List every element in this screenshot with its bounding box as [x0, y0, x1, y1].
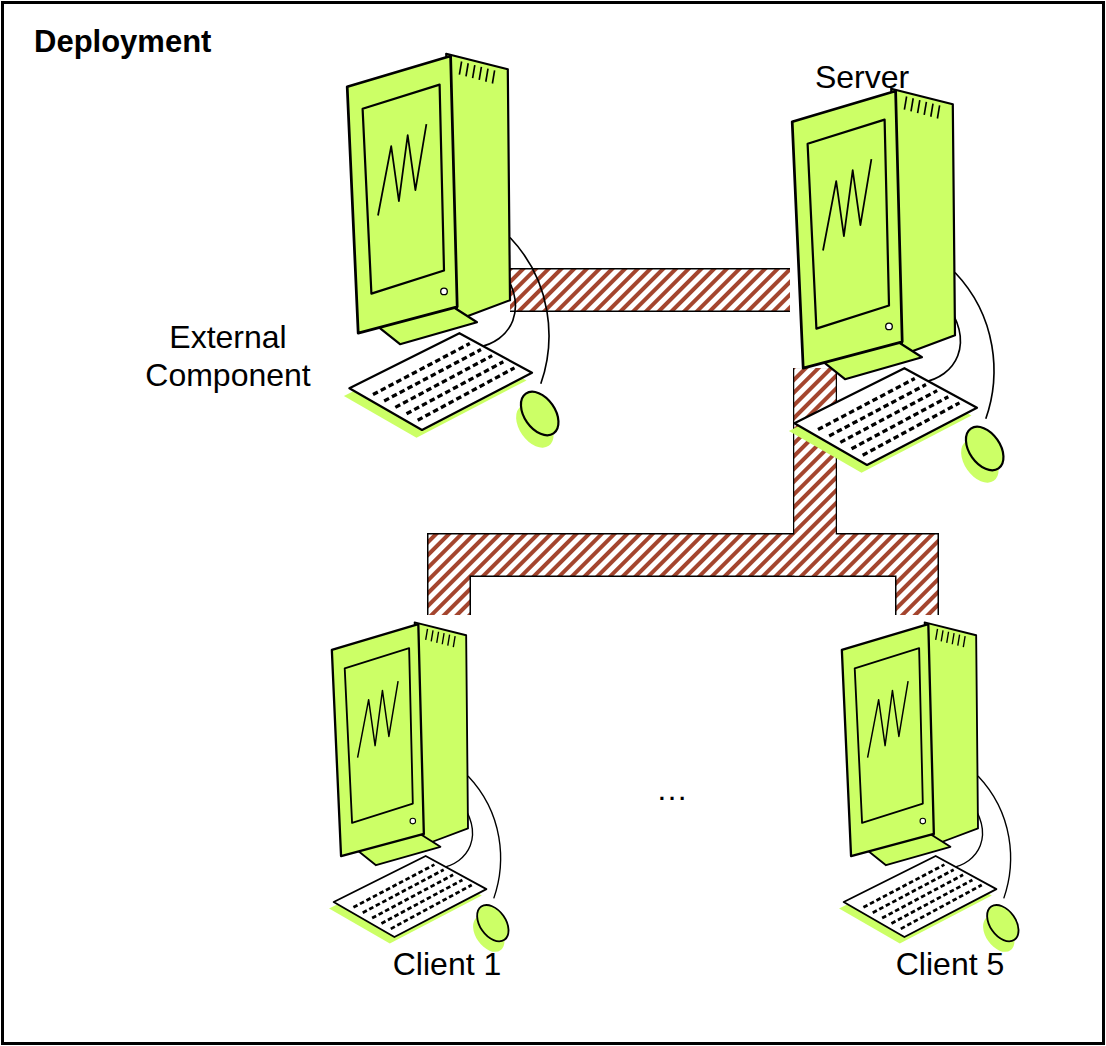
- mouse: [471, 899, 515, 947]
- computer-node: Client 5: [840, 615, 978, 856]
- node-label: External Component: [123, 318, 333, 395]
- computer-illustration: [345, 45, 565, 452]
- computer-part: [842, 624, 934, 856]
- vent-line: [448, 635, 450, 646]
- computer-part: [347, 56, 457, 333]
- power-button: [886, 323, 893, 330]
- computer-part: [334, 856, 487, 937]
- computer-part: [363, 85, 444, 294]
- vent-line: [426, 629, 428, 640]
- vent-line: [937, 105, 939, 118]
- network-link: [449, 368, 815, 615]
- vent-line: [437, 632, 439, 643]
- computer-part: [808, 120, 889, 329]
- vent-line: [459, 62, 461, 75]
- mouse: [981, 899, 1025, 947]
- key-row: [863, 403, 960, 455]
- computer-part: [345, 648, 413, 823]
- mouse: [513, 385, 566, 442]
- vent-line: [936, 629, 938, 640]
- computer-illustration: [840, 615, 1024, 955]
- vent-line: [952, 633, 954, 644]
- computer-node: Server: [790, 80, 955, 368]
- vent-line: [473, 65, 475, 78]
- vent-line: [947, 632, 949, 643]
- power-button: [920, 818, 926, 824]
- connector-outline: [510, 268, 790, 312]
- vent-line: [911, 98, 913, 111]
- key-row: [391, 885, 472, 929]
- key-row: [852, 397, 949, 449]
- vent-line: [453, 636, 455, 647]
- key-row: [395, 356, 492, 408]
- connector-outline: [449, 368, 815, 615]
- computer-node: Client 1: [330, 615, 468, 856]
- computer-part: [855, 648, 923, 823]
- computer-part: [823, 159, 871, 250]
- computer-part: [794, 368, 977, 465]
- computer-icon: [329, 622, 515, 957]
- vent-line: [941, 630, 943, 641]
- vent-line: [904, 97, 906, 110]
- network-link: [510, 270, 790, 311]
- vent-line: [963, 636, 965, 647]
- vent-line: [442, 633, 444, 644]
- node-label: Client 1: [393, 945, 502, 983]
- key-row: [381, 880, 462, 924]
- computer-part: [844, 856, 997, 937]
- computer-part: [332, 624, 424, 856]
- key-row: [901, 885, 982, 929]
- vent-line: [479, 67, 481, 80]
- computer-node: External Component: [345, 45, 510, 333]
- vent-line: [958, 635, 960, 646]
- computer-part: [378, 124, 426, 215]
- ellipsis-label: …: [656, 770, 688, 808]
- computer-illustration: [790, 80, 1010, 487]
- vent-line: [492, 70, 494, 83]
- key-row: [891, 880, 972, 924]
- vent-line: [486, 69, 488, 82]
- diagram-title: Deployment: [34, 24, 211, 60]
- mouse: [958, 420, 1011, 477]
- computer-part: [792, 91, 902, 368]
- vent-line: [918, 100, 920, 113]
- power-button: [441, 288, 448, 295]
- power-button: [410, 818, 416, 824]
- vent-line: [431, 630, 433, 641]
- vent-line: [931, 104, 933, 117]
- computer-part: [868, 681, 908, 757]
- computer-illustration: [330, 615, 514, 955]
- computer-part: [349, 333, 532, 430]
- node-label: Server: [815, 58, 909, 96]
- computer-icon: [344, 54, 566, 455]
- key-row: [407, 362, 504, 414]
- key-row: [418, 368, 515, 420]
- computer-icon: [839, 622, 1025, 957]
- vent-line: [466, 63, 468, 76]
- vent-line: [924, 102, 926, 115]
- computer-part: [358, 681, 398, 757]
- key-row: [840, 391, 937, 443]
- key-row: [372, 875, 453, 918]
- computer-icon: [789, 89, 1011, 490]
- node-label: Client 5: [896, 945, 1005, 983]
- key-row: [882, 875, 963, 918]
